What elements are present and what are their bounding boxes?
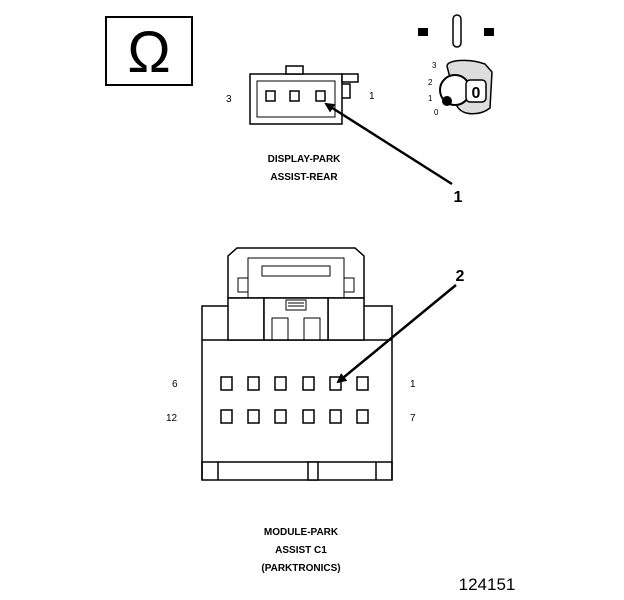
svg-text:0: 0: [472, 85, 481, 102]
callout-label-2: 2: [456, 268, 465, 285]
pin-label-1: 1: [410, 379, 416, 390]
pin-label-1: 1: [369, 91, 375, 102]
module-name-line-2: ASSIST C1: [275, 545, 327, 556]
pin-9: [302, 409, 315, 424]
figure-number: 124151: [459, 575, 516, 594]
pin-11: [247, 409, 260, 424]
pin-3: [265, 90, 276, 102]
pin-2: [329, 376, 342, 391]
pin-1: [356, 376, 369, 391]
callout-arrow-2: [336, 284, 457, 384]
pin-4: [274, 376, 287, 391]
pin-label-3: 3: [226, 94, 232, 105]
svg-text:1: 1: [428, 94, 433, 103]
pin-2: [289, 90, 300, 102]
connector-name-line-1: DISPLAY-PARK: [268, 154, 342, 165]
callout-arrow-1: [324, 102, 453, 186]
pin-10: [274, 409, 287, 424]
module-connector: [201, 247, 393, 481]
pin-8: [329, 409, 342, 424]
pin-5: [247, 376, 260, 391]
svg-text:Ω: Ω: [127, 20, 170, 85]
svg-text:3: 3: [432, 61, 437, 70]
pin-6: [220, 376, 233, 391]
pin-3: [302, 376, 315, 391]
connector-name-line-2: ASSIST-REAR: [270, 172, 338, 183]
ignition-key-icon: 0 3 2 1 0: [418, 14, 494, 117]
pin-12: [220, 409, 233, 424]
module-name-line-1: MODULE-PARK: [264, 527, 339, 538]
ohm-symbol-icon: Ω: [105, 16, 193, 86]
pin-label-6: 6: [172, 379, 178, 390]
svg-text:0: 0: [434, 108, 439, 117]
svg-text:2: 2: [428, 78, 433, 87]
display-connector: [249, 65, 359, 125]
callout-label-1: 1: [454, 189, 463, 206]
pin-1: [315, 90, 326, 102]
module-name-line-3: (PARKTRONICS): [261, 563, 340, 574]
pin-label-12: 12: [166, 413, 178, 424]
pin-label-7: 7: [410, 413, 416, 424]
pin-7: [356, 409, 369, 424]
